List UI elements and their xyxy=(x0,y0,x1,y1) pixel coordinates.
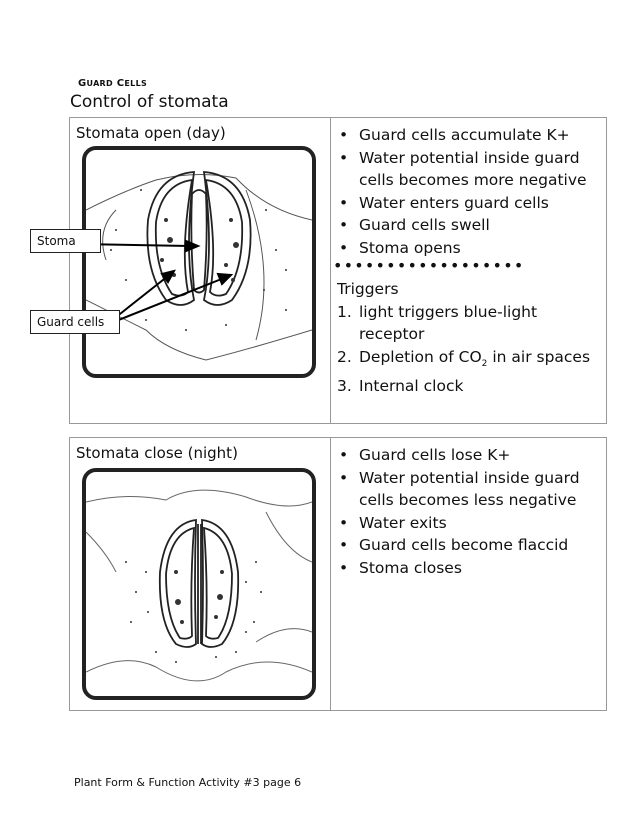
stomata-close-figure-cell: Stomata close (night) xyxy=(69,437,331,711)
list-item: •Guard cells lose K+ xyxy=(339,446,511,464)
open-stomata-illustration xyxy=(86,171,312,361)
stomata-open-diagram xyxy=(82,146,316,378)
stomata-open-text-cell: •Guard cells accumulate K+ •Water potent… xyxy=(330,117,607,424)
list-item: 3.Internal clock xyxy=(337,377,464,396)
stomata-close-title: Stomata close (night) xyxy=(76,444,238,462)
stomata-open-table: Stomata open (day) xyxy=(69,117,607,424)
list-item: •Stoma closes xyxy=(339,558,462,577)
stoma-label: Stoma xyxy=(30,229,101,253)
list-item: •Water exits xyxy=(339,513,447,532)
stomata-open-title: Stomata open (day) xyxy=(76,124,226,142)
triggers-list: 1.light triggers blue-light receptor 2.D… xyxy=(337,301,606,398)
list-item: •Stoma opens xyxy=(339,238,461,257)
open-bullet-list: •Guard cells accumulate K+ •Water potent… xyxy=(335,124,602,259)
stomata-open-figure-cell: Stomata open (day) xyxy=(69,117,331,424)
list-item: •Water enters guard cells xyxy=(339,193,549,212)
list-item: •Water potential inside guard cells beco… xyxy=(339,468,580,510)
guard-cells-label: Guard cells xyxy=(30,310,120,334)
list-item: •Water potential inside guard cells beco… xyxy=(339,148,587,190)
page-footer: Plant Form & Function Activity #3 page 6 xyxy=(74,776,302,789)
list-item: •Guard cells accumulate K+ xyxy=(339,126,570,144)
triggers-label: Triggers xyxy=(337,280,399,298)
list-item: 2.Depletion of CO2 in air spaces xyxy=(337,347,591,369)
list-item: •Guard cells swell xyxy=(339,216,490,234)
section-heading: GUARD CELLS xyxy=(78,78,148,89)
closed-stomata-illustration xyxy=(86,489,312,682)
close-bullet-list: •Guard cells lose K+ •Water potential in… xyxy=(335,444,602,579)
stomata-close-diagram xyxy=(82,468,316,700)
list-item: 1.light triggers blue-light receptor xyxy=(337,302,538,344)
stomata-close-text-cell: •Guard cells lose K+ •Water potential in… xyxy=(330,437,607,711)
dotted-separator: •••••••••••••••••• xyxy=(333,256,525,275)
page-title: Control of stomata xyxy=(70,92,229,112)
triggers-section: Triggers 1.light triggers blue-light rec… xyxy=(337,278,606,398)
stomata-close-table: Stomata close (night) xyxy=(69,437,607,711)
list-item: •Guard cells become flaccid xyxy=(339,536,569,554)
